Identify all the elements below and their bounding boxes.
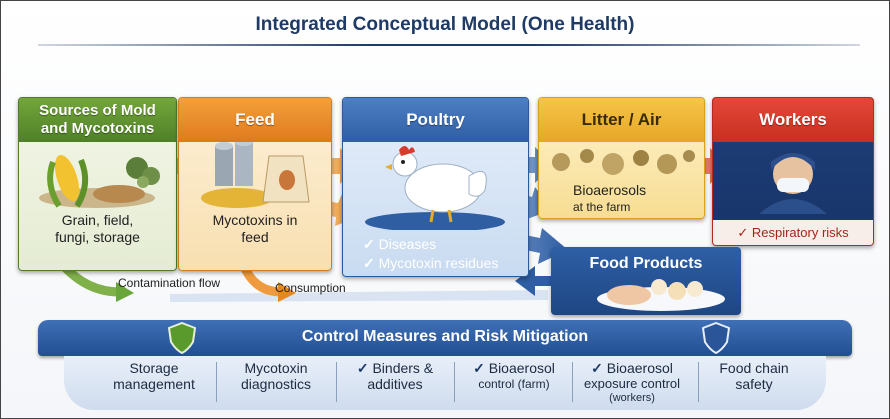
shield-icon [702,322,730,354]
stage-feed-card: Feed Mycotoxins in feed [178,97,332,271]
check-icon: ✓ [363,255,375,271]
measure-divider [572,362,573,402]
stage-feed-description: Mycotoxins in feed [212,212,298,245]
check-icon: ✓ [363,236,375,252]
food-products-card: Food Products [551,247,741,315]
feed-silo-illustration [179,138,331,212]
arrow-consumption-head [278,282,296,302]
measure-divider [216,362,217,402]
contamination-flow-label: Contamination flow [118,276,221,290]
measure-divider [454,362,455,402]
check-icon: ✓ [356,360,373,376]
arrow-food-to-sources [170,290,548,302]
diagram-title: Integrated Conceptual Model (One Health) [255,14,635,35]
food-plate-illustration [597,279,725,311]
stage-poultry-item-0: ✓ Diseases [363,236,437,252]
stage-poultry-card: Poultry ✓ Diseases ✓ Mycotoxin residues [342,97,529,277]
check-icon: ✓ [737,225,749,240]
food-products-title: Food Products [589,255,703,272]
stage-workers-card: Workers ✓ Respiratory risks [712,97,874,246]
stage-workers-title: Workers [713,98,873,142]
measure-bioaerosol-farm: ✓ Bioaerosol control (farm) [473,360,555,391]
arrow-litter-to-workers [693,148,728,184]
arrow-food-return-head [515,266,552,296]
check-icon: ✓ [473,360,489,376]
arrow-contamination-head [116,282,134,302]
control-measures-panel: Control Measures and Risk Mitigation Sto… [38,320,852,410]
stage-litter-description: Bioaerosols at the farm [573,182,647,214]
consumption-flow-label: Consumption [275,281,346,295]
stage-poultry-title: Poultry [343,98,528,142]
stage-litter-title: Litter / Air [539,98,704,142]
check-icon: ✓ [591,360,607,376]
stage-sources-description: Grain, field, fungi, storage [55,212,140,245]
control-measures-title: Control Measures and Risk Mitigation [301,328,589,345]
stage-workers-item: ✓ Respiratory risks [713,220,873,245]
stage-feed-title: Feed [179,98,331,142]
shield-icon [168,322,196,354]
stage-poultry-item-1: ✓ Mycotoxin residues [363,255,499,271]
measure-divider [336,362,337,402]
measure-divider [698,362,699,402]
chicken-illustration [343,142,528,232]
bioaerosol-particles-illustration [539,142,704,182]
grain-illustration [19,142,176,212]
stage-litter-card: Litter / Air Bioaerosols at the farm [538,97,705,219]
title-rule [38,44,860,46]
measure-binders: ✓ Binders & additives [356,360,434,392]
measure-bioaerosol-workers: ✓ Bioaerosol exposure control (workers) [583,360,681,404]
masked-worker-illustration [713,142,873,214]
